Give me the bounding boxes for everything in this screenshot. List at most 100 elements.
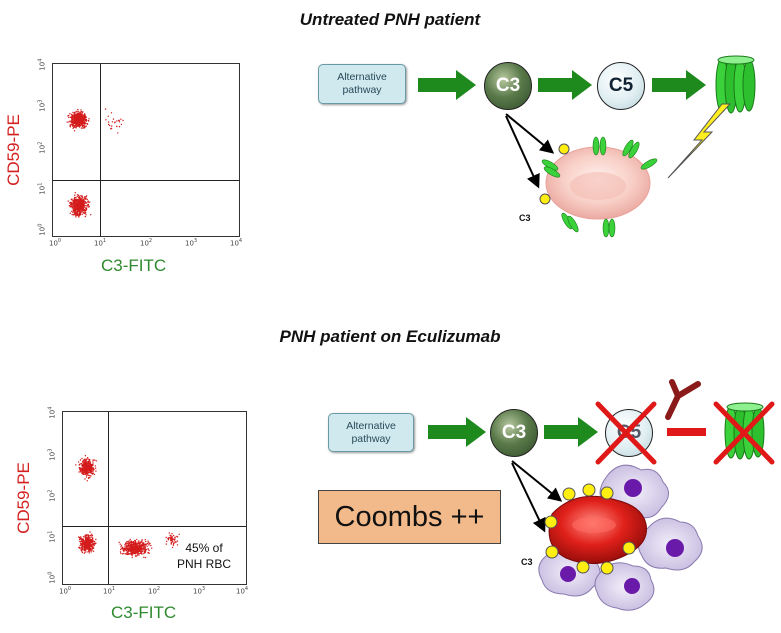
- flow-event-dot: [120, 544, 123, 547]
- flow-event-dot: [170, 543, 172, 545]
- flow-event-dot: [81, 125, 84, 128]
- top-c3-deposit: [558, 143, 570, 155]
- flow-event-dot: [92, 472, 94, 474]
- flow-event-dot: [88, 461, 91, 463]
- flow-event-dot: [176, 540, 179, 542]
- flow-event-dot: [88, 469, 90, 471]
- flow-event-dot: [81, 211, 83, 213]
- flow-event-dot: [84, 543, 86, 545]
- flow-event-dot: [89, 534, 91, 537]
- flow-event-dot: [80, 110, 83, 113]
- flow-event-dot: [140, 548, 142, 550]
- macrophage-icon: [637, 517, 703, 571]
- flow-event-dot: [148, 549, 150, 552]
- flow-event-dot: [81, 457, 83, 460]
- flow-event-dot: [71, 214, 73, 216]
- flow-event-dot: [89, 543, 91, 545]
- flow-event-dot: [129, 541, 131, 544]
- flow-event-dot: [90, 467, 93, 469]
- flow-event-dot: [83, 212, 85, 214]
- flow-event-dot: [114, 121, 116, 123]
- top-mac-on-rbc-icon: [541, 136, 658, 238]
- flow-event-dot: [122, 549, 124, 552]
- flow-event-dot: [78, 546, 80, 549]
- flow-event-dot: [144, 549, 147, 552]
- mac-blocked-cross-icon: [713, 401, 775, 465]
- flow-event-dot: [91, 472, 93, 475]
- flow-event-dot: [145, 540, 147, 543]
- flow-event-dot: [131, 556, 133, 558]
- flow-event-dot: [86, 207, 88, 209]
- flow-event-dot: [73, 208, 75, 211]
- flow-event-dot: [80, 114, 82, 116]
- flow-event-dot: [84, 549, 86, 552]
- flow-event-dot: [120, 552, 122, 555]
- flow-event-dot: [82, 209, 84, 212]
- flow-event-dot: [86, 458, 88, 460]
- flow-event-dot: [80, 542, 82, 545]
- flow-event-dot: [134, 545, 137, 547]
- flow-event-dot: [90, 475, 92, 477]
- flow-event-dot: [85, 465, 88, 468]
- flow-event-dot: [80, 123, 82, 125]
- flow-event-dot: [85, 473, 87, 475]
- flow-event-dot: [144, 543, 147, 545]
- flow-event-dot: [74, 203, 77, 205]
- flow-event-dot: [136, 551, 138, 553]
- blocked-path-dash: [667, 428, 706, 436]
- top-flow-dots: [66, 108, 124, 218]
- top-flow-plot: [52, 63, 240, 237]
- flow-event-dot: [87, 201, 89, 203]
- flow-event-dot: [72, 121, 75, 123]
- top-small-c3-label: C3: [519, 213, 531, 223]
- flow-event-dot: [81, 124, 83, 126]
- bottom-black-arrow-2: [511, 462, 546, 533]
- flow-event-dot: [143, 546, 145, 548]
- flow-event-dot: [80, 472, 83, 474]
- flow-event-dot: [125, 544, 127, 546]
- flow-event-dot: [87, 461, 89, 463]
- flow-event-dot: [78, 202, 80, 204]
- bottom-small-c3-label: C3: [521, 557, 533, 567]
- flow-event-dot: [146, 542, 149, 545]
- flow-event-dot: [105, 119, 107, 121]
- top-rbc-cell-icon: [545, 146, 651, 220]
- top-black-arrow-1: [505, 113, 555, 154]
- flow-event-dot: [92, 543, 94, 545]
- flow-event-dot: [124, 544, 126, 546]
- flow-event-dot: [76, 213, 79, 215]
- flow-event-dot: [86, 480, 88, 482]
- flow-event-dot: [87, 537, 89, 540]
- flow-event-dot: [92, 550, 95, 552]
- flow-event-dot: [84, 467, 86, 470]
- flow-event-dot: [127, 545, 129, 548]
- flow-event-dot: [141, 553, 143, 555]
- flow-event-dot: [75, 213, 78, 216]
- flow-event-dot: [84, 455, 87, 457]
- flow-event-dot: [84, 200, 86, 202]
- flow-event-dot: [134, 551, 136, 553]
- flow-event-dot: [76, 110, 78, 112]
- flow-event-dot: [84, 116, 86, 118]
- flow-event-dot: [88, 462, 90, 465]
- flow-event-dot: [172, 544, 175, 546]
- flow-event-dot: [89, 201, 91, 203]
- flow-event-dot: [72, 111, 74, 114]
- top-gate-horizontal: [53, 180, 239, 181]
- flow-event-dot: [73, 203, 75, 205]
- flow-event-dot: [71, 210, 73, 212]
- bottom-c3-node: C3: [490, 409, 538, 457]
- bottom-gate-horizontal: [63, 526, 246, 527]
- flow-event-dot: [91, 549, 93, 552]
- flow-event-dot: [170, 542, 173, 544]
- flow-event-dot: [139, 541, 141, 544]
- top-arrow-c3-to-c5: [538, 70, 592, 100]
- flow-event-dot: [75, 212, 78, 214]
- flow-event-dot: [91, 533, 93, 535]
- flow-event-dot: [138, 550, 140, 552]
- flow-event-dot: [92, 463, 94, 465]
- flow-event-dot: [76, 207, 78, 210]
- flow-event-dot: [176, 535, 178, 538]
- flow-event-dot: [68, 114, 70, 117]
